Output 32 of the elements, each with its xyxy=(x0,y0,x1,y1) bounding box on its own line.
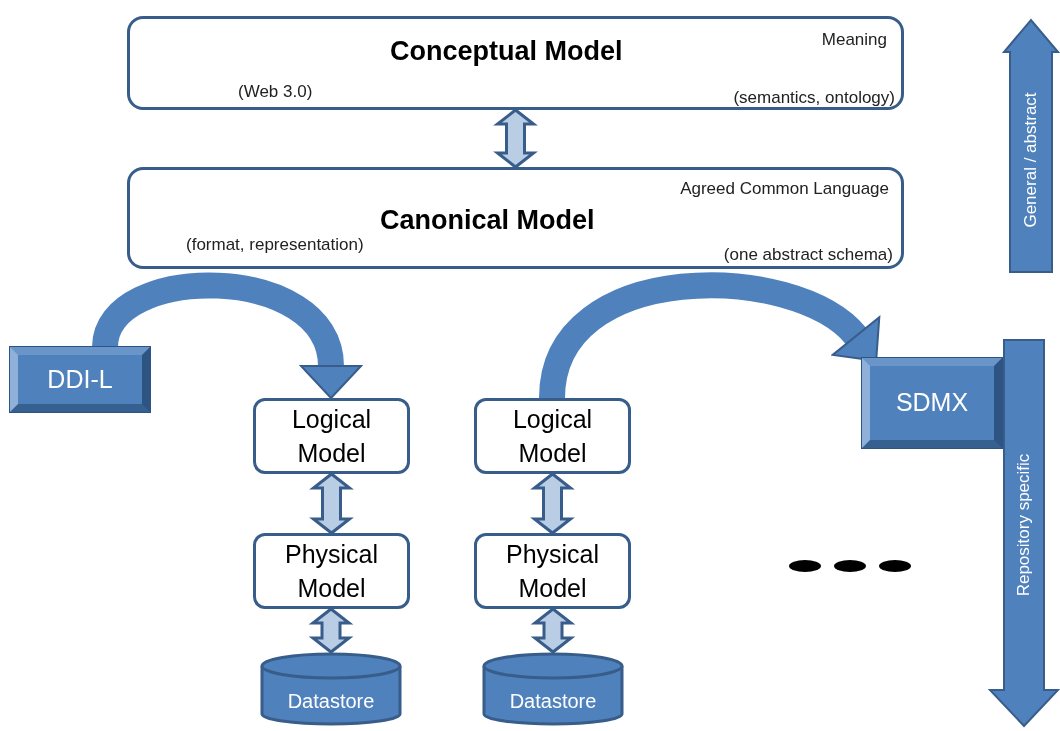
standard-box xyxy=(10,347,150,412)
box-note: Meaning xyxy=(821,29,887,51)
box-label: Datastore xyxy=(287,689,375,714)
model-box xyxy=(253,398,410,474)
box-note: (format, representation) xyxy=(186,234,364,256)
model-box xyxy=(127,167,904,269)
model-box xyxy=(474,398,631,474)
box-title: Conceptual Model xyxy=(390,35,623,68)
box-label: Physical Model xyxy=(504,539,601,604)
box-note: Agreed Common Language xyxy=(680,178,889,200)
model-box xyxy=(253,533,410,609)
double-arrow xyxy=(530,472,575,535)
box-label: DDI-L xyxy=(47,363,113,395)
box-label: Logical Model xyxy=(290,404,373,469)
double-arrow xyxy=(493,108,538,169)
model-box xyxy=(474,533,631,609)
box-label: SDMX xyxy=(895,387,969,419)
curved-arrow xyxy=(539,272,881,400)
box-note: (Web 3.0) xyxy=(238,81,313,103)
box-note: (one abstract schema) xyxy=(723,244,893,266)
box-label: Physical Model xyxy=(283,539,380,604)
double-arrow xyxy=(308,607,354,654)
double-arrow xyxy=(309,472,354,535)
axis-label: Repository specific xyxy=(1013,453,1035,597)
model-box xyxy=(127,16,904,110)
box-label: Datastore xyxy=(509,689,597,714)
box-note: (semantics, ontology) xyxy=(733,87,895,109)
axis-label: General / abstract xyxy=(1020,92,1042,228)
box-title: Canonical Model xyxy=(380,204,595,237)
double-arrow xyxy=(530,607,576,654)
box-label: Logical Model xyxy=(511,404,594,469)
standard-box xyxy=(862,358,1002,448)
